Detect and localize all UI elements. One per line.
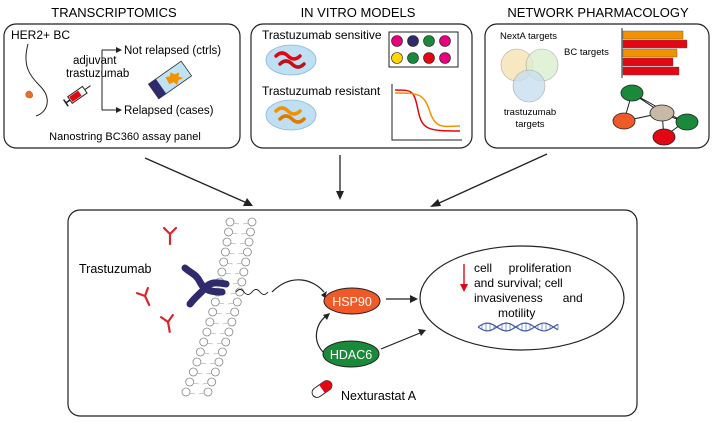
sensitive-label: Trastuzumab sensitive xyxy=(262,28,382,42)
well xyxy=(391,35,403,47)
relapsed-label: Relapsed (cases) xyxy=(124,105,214,117)
hdac6-to-hsp90-arrow xyxy=(315,315,327,353)
well xyxy=(407,52,419,64)
bar xyxy=(622,66,680,76)
network-node xyxy=(620,84,644,102)
network-node xyxy=(612,112,636,130)
bar-chart-icon xyxy=(621,28,688,78)
outcome-line1: cell proliferation xyxy=(474,261,571,275)
outcome-line2: and survival; cell xyxy=(474,276,563,290)
nexturastat-label: Nexturastat A xyxy=(341,389,417,403)
venn-diagram xyxy=(500,48,559,103)
nexta-targets-label: NextA targets xyxy=(500,31,557,42)
heading-in-vitro-models: IN VITRO MODELS xyxy=(301,5,416,20)
dna-helix-icon xyxy=(477,322,559,332)
resistant-label: Trastuzumab resistant xyxy=(262,84,381,98)
pill-icon xyxy=(311,380,333,398)
hdac6-node xyxy=(322,340,380,368)
decrease-arrowhead xyxy=(460,284,468,292)
well xyxy=(407,35,419,47)
well xyxy=(439,52,451,64)
antibody-icon xyxy=(135,286,151,307)
panel-network-pharmacology: NextA targets BC targets trastuzumab tar… xyxy=(484,23,710,149)
well xyxy=(391,52,403,64)
receptor-tail xyxy=(235,289,269,295)
well xyxy=(423,52,435,64)
hsp90-node xyxy=(323,287,381,315)
antibody-icon xyxy=(162,226,178,246)
outcome-line4: motility xyxy=(498,306,535,320)
well-plate-icon xyxy=(388,31,459,68)
outcome-line3: invasiveness and xyxy=(474,291,583,305)
well xyxy=(439,35,451,47)
treatment-label-line1: adjuvant xyxy=(73,55,117,67)
antibody-icon xyxy=(159,313,174,333)
treatment-label-line2: trastuzumab xyxy=(66,68,129,80)
dose-response-plot xyxy=(391,84,462,141)
not-relapsed-label: Not relapsed (ctrls) xyxy=(124,45,221,57)
arrowhead-relapsed xyxy=(116,107,122,113)
her2-receptor xyxy=(181,264,230,308)
cohort-label: HER2+ BC xyxy=(11,28,70,42)
network-node xyxy=(675,113,699,131)
resistant-cell-dish xyxy=(265,99,317,131)
panel-mechanism: Trastuzumab HSP90 HDAC6 Nextura xyxy=(67,209,638,417)
outcome-ellipse xyxy=(419,245,625,351)
hsp90-label: HSP90 xyxy=(332,295,372,309)
network-graph-icon xyxy=(612,84,699,146)
sensitive-curve xyxy=(394,89,461,132)
resistant-curve xyxy=(394,92,461,128)
trastuzumab-targets-label-line1: trastuzumab xyxy=(504,107,556,118)
arrowhead-not-relapsed xyxy=(116,47,122,53)
network-node xyxy=(652,128,676,146)
well xyxy=(423,35,435,47)
to-outcome-arrows xyxy=(380,295,426,350)
bar xyxy=(622,48,678,58)
signal-arrow xyxy=(271,279,325,293)
panel-transcriptomics: HER2+ BC adjuvant trastuzumab Not relaps… xyxy=(3,23,241,149)
assay-panel-label: Nanostring BC360 assay panel xyxy=(49,131,201,143)
bar xyxy=(622,30,684,40)
breast-outline xyxy=(25,43,48,117)
heading-transcriptomics: TRANSCRIPTOMICS xyxy=(51,5,177,20)
trastuzumab-label: Trastuzumab xyxy=(79,262,152,276)
hdac6-label: HDAC6 xyxy=(330,348,372,362)
bar xyxy=(622,57,674,67)
converging-arrows xyxy=(144,153,548,207)
tumor-icon xyxy=(25,90,33,99)
panel-in-vitro-models: Trastuzumab sensitive Trastuzumab resist… xyxy=(250,23,473,149)
bc-targets-label: BC targets xyxy=(564,47,609,58)
network-node xyxy=(649,104,675,122)
branch-lines xyxy=(101,49,116,111)
hdac6-to-hsp90-arrowhead xyxy=(323,313,330,320)
syringe-icon xyxy=(62,85,91,107)
bar xyxy=(622,39,688,49)
tissue-slide-icon xyxy=(147,60,193,100)
sensitive-cell-dish xyxy=(265,44,317,76)
heading-network-pharmacology: NETWORK PHARMACOLOGY xyxy=(507,5,689,20)
trastuzumab-targets-label-line2: targets xyxy=(515,119,544,130)
